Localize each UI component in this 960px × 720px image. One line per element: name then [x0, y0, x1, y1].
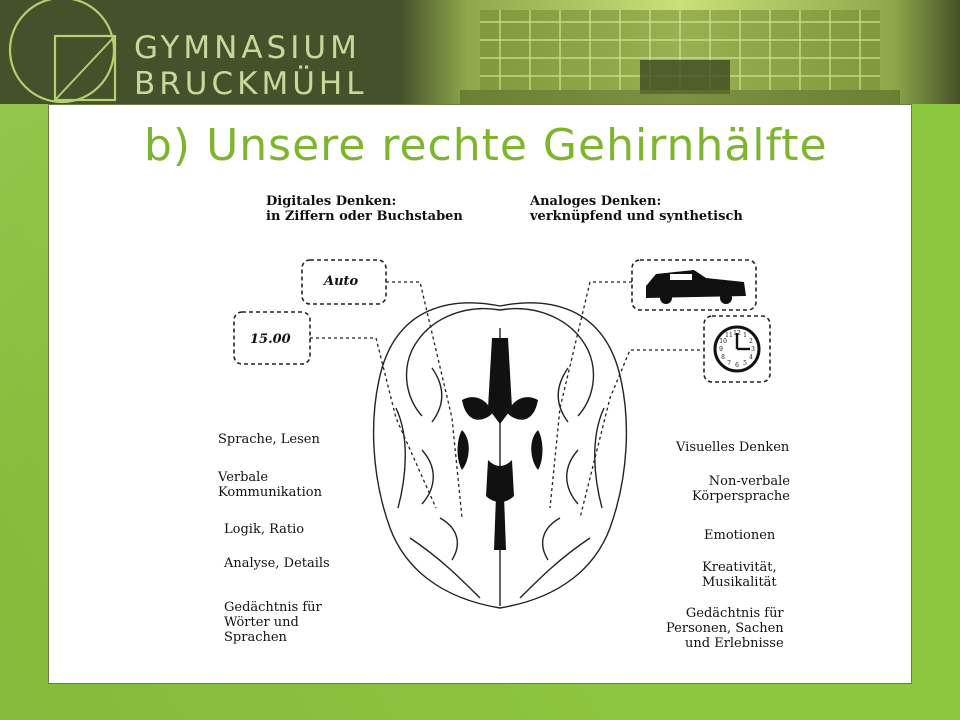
- clock-number: 8: [721, 354, 725, 361]
- box-label-auto: Auto: [324, 274, 359, 289]
- box-label-time: 15.00: [250, 332, 291, 347]
- left-item-0: Sprache, Lesen: [218, 432, 320, 447]
- car-icon: [646, 270, 746, 304]
- clock-number: 10: [719, 338, 727, 345]
- slide-title: b) Unsere rechte Gehirnhälfte: [144, 120, 828, 171]
- right-item-4: Gedächtnis für Personen, Sachen und Erle…: [666, 606, 784, 651]
- clock-number: 7: [727, 360, 731, 367]
- right-item-1: Non-verbale Körpersprache: [692, 474, 790, 504]
- left-heading: Digitales Denken: in Ziffern oder Buchst…: [266, 194, 463, 224]
- left-item-4: Gedächtnis für Wörter und Sprachen: [224, 600, 322, 645]
- clock-number: 9: [719, 346, 723, 353]
- clock-number: 2: [749, 338, 753, 345]
- right-heading: Analoges Denken: verknüpfend und synthet…: [530, 194, 743, 224]
- school-name-line1: GYMNASIUM: [134, 30, 361, 66]
- clock-number: 4: [749, 354, 753, 361]
- clock-number: 1: [743, 332, 747, 339]
- school-building-image: [400, 0, 960, 104]
- header-banner: GYMNASIUM BRUCKMÜHL: [0, 0, 960, 104]
- left-item-3: Analyse, Details: [224, 556, 330, 571]
- clock-number: 6: [735, 362, 739, 369]
- right-item-2: Emotionen: [704, 528, 776, 543]
- clock-number: 3: [751, 346, 755, 353]
- left-item-1: Verbale Kommunikation: [218, 470, 322, 500]
- right-item-0: Visuelles Denken: [676, 440, 790, 455]
- right-item-3: Kreativität, Musikalität: [702, 560, 777, 590]
- school-logo-icon: [8, 0, 117, 104]
- school-name: GYMNASIUM BRUCKMÜHL: [134, 30, 368, 102]
- school-name-line2: BRUCKMÜHL: [134, 66, 368, 102]
- clock-icon: [713, 325, 761, 373]
- clock-number: 5: [743, 360, 747, 367]
- left-item-2: Logik, Ratio: [224, 522, 305, 537]
- clock-number: 11: [725, 332, 733, 339]
- clock-number: 12: [733, 330, 741, 337]
